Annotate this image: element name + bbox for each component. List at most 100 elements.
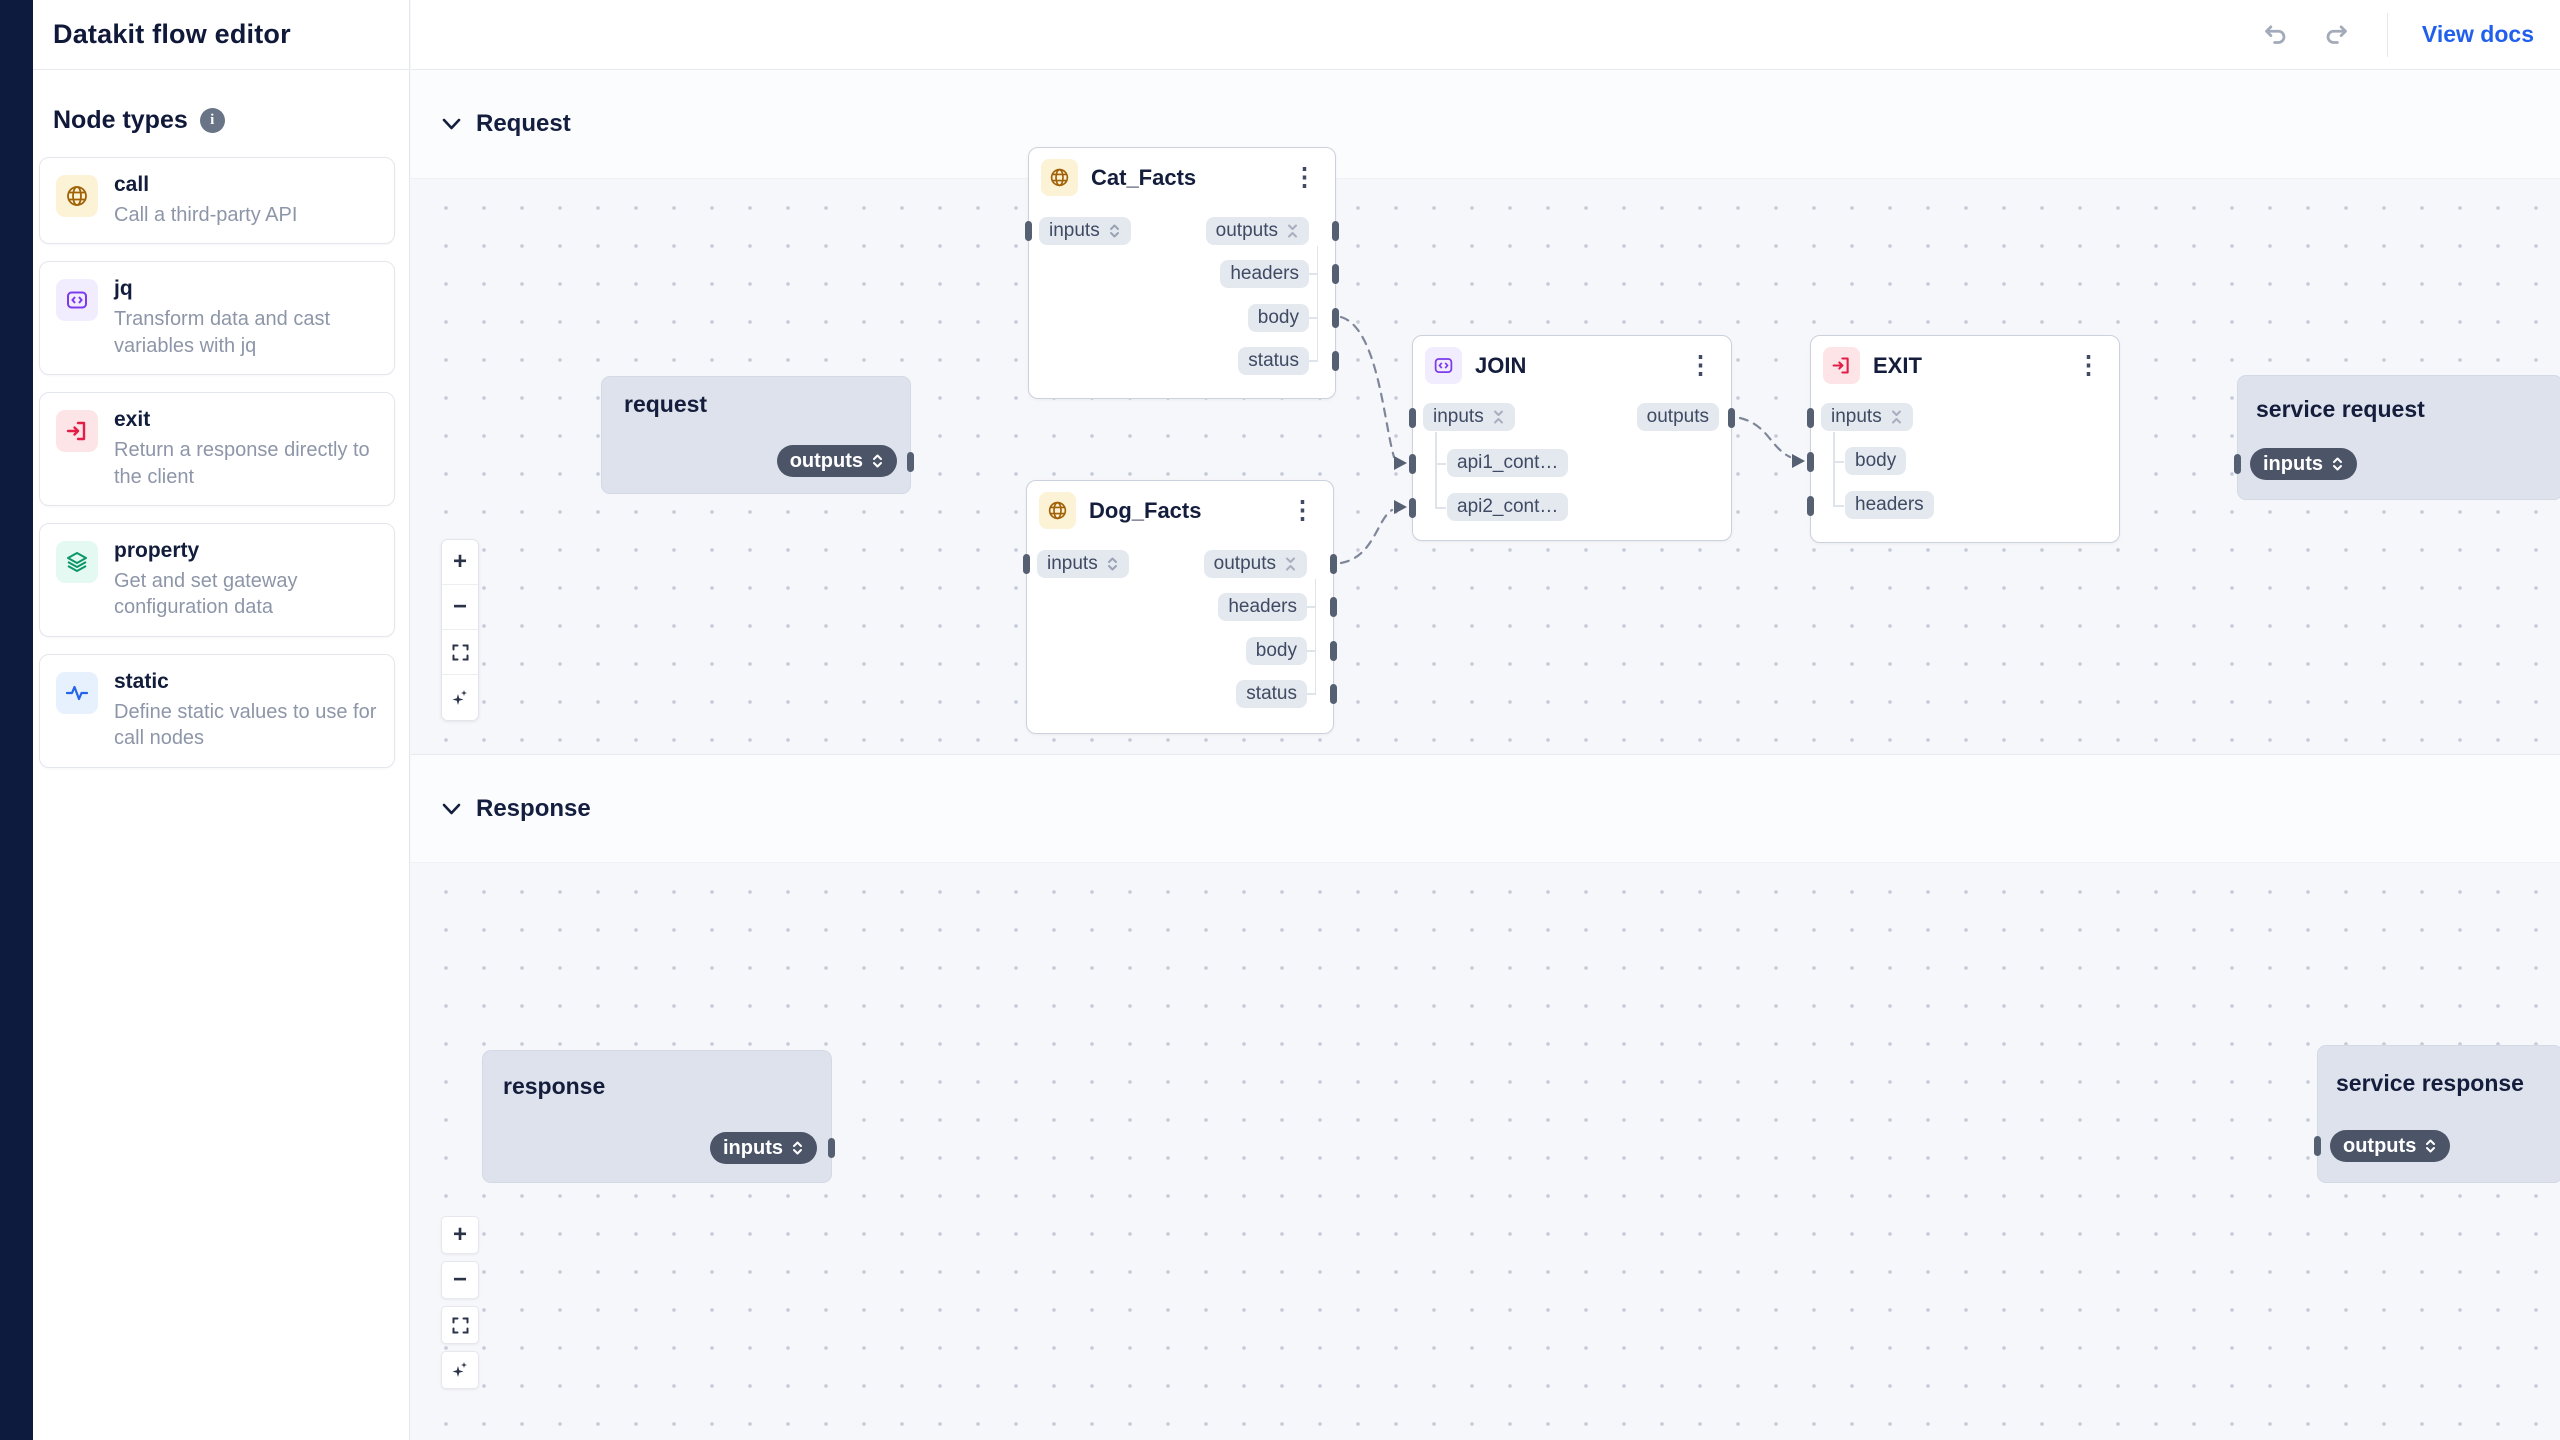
output-port[interactable] [2314, 1136, 2321, 1156]
unfold-icon [2424, 1138, 2437, 1154]
api1-port[interactable] [1409, 454, 1416, 474]
inputs-pill[interactable]: inputs [710, 1132, 817, 1164]
flow-node-service-request[interactable]: service request inputs [2234, 375, 2560, 500]
inputs-pill[interactable]: inputs [1423, 403, 1515, 431]
kebab-menu-button[interactable]: ⋮ [1286, 496, 1319, 525]
unfold-icon [791, 1140, 804, 1156]
outputs-port[interactable] [1332, 221, 1339, 241]
kebab-menu-button[interactable]: ⋮ [1288, 163, 1321, 192]
inputs-pill[interactable]: inputs [1039, 217, 1131, 245]
zoom-in-button[interactable]: + [441, 1216, 479, 1254]
kebab-menu-button[interactable]: ⋮ [2072, 351, 2105, 380]
child-pill-status[interactable]: status [1236, 680, 1307, 708]
card-title: jq [114, 277, 133, 301]
inputs-port[interactable] [1409, 408, 1416, 428]
request-section-header[interactable]: Request [411, 70, 2560, 178]
input-port[interactable] [1023, 554, 1030, 574]
outputs-port[interactable] [1728, 408, 1735, 428]
left-rail [0, 0, 33, 1440]
outputs-port[interactable] [1330, 554, 1337, 574]
outputs-pill[interactable]: outputs [776, 445, 897, 477]
child-pill-body[interactable]: body [1247, 304, 1309, 332]
headers-port[interactable] [1807, 496, 1814, 516]
inputs-pill[interactable]: inputs [1037, 550, 1129, 578]
output-port[interactable] [907, 452, 914, 472]
flow-node-request[interactable]: request outputs [601, 376, 914, 494]
input-port[interactable] [828, 1138, 835, 1158]
card-title: static [114, 669, 169, 693]
card-description: Call a third-party API [114, 204, 298, 226]
zoom-out-button[interactable]: − [441, 1261, 479, 1299]
api2-port[interactable] [1409, 498, 1416, 518]
flow-node-response[interactable]: response inputs [482, 1050, 835, 1183]
child-pill-headers[interactable]: headers [1218, 593, 1307, 621]
flow-node-dog-facts[interactable]: Dog_Facts ⋮ inputs outputs headers body … [1023, 480, 1337, 734]
node-type-card-exit[interactable]: exit Return a response directly to the c… [39, 392, 395, 506]
sparkles-button[interactable] [442, 675, 478, 720]
flow-node-service-response[interactable]: service response outputs [2314, 1045, 2560, 1183]
body-port[interactable] [1332, 308, 1339, 328]
node-type-card-call[interactable]: call Call a third-party API [39, 157, 395, 245]
status-port[interactable] [1330, 684, 1337, 704]
outputs-pill[interactable]: outputs [2330, 1130, 2451, 1162]
child-pill-status[interactable]: status [1238, 347, 1309, 375]
child-pill-api1[interactable]: api1_cont… [1447, 449, 1569, 477]
fit-view-button[interactable] [442, 630, 478, 675]
fit-view-button[interactable] [441, 1306, 479, 1344]
globe-icon [1039, 492, 1076, 529]
child-pill-body[interactable]: body [1845, 447, 1907, 475]
kebab-menu-button[interactable]: ⋮ [1684, 351, 1717, 380]
collapse-icon [1492, 409, 1505, 425]
input-port[interactable] [1025, 221, 1032, 241]
inputs-port[interactable] [1807, 408, 1814, 428]
section-title-response: Response [476, 794, 591, 822]
input-port[interactable] [2234, 454, 2241, 474]
node-title: Cat_Facts [1091, 164, 1197, 190]
code-icon [1425, 347, 1462, 384]
pulse-icon [56, 671, 98, 714]
card-title: property [114, 538, 200, 562]
child-pill-body[interactable]: body [1245, 637, 1307, 665]
card-description: Transform data and cast variables with j… [114, 308, 331, 357]
headers-port[interactable] [1330, 597, 1337, 617]
child-pill-headers[interactable]: headers [1220, 260, 1309, 288]
undo-button[interactable] [2259, 20, 2289, 50]
outputs-pill[interactable]: outputs [1203, 550, 1307, 578]
section-title-request: Request [476, 110, 571, 137]
view-docs-link[interactable]: View docs [2421, 21, 2534, 47]
outputs-pill[interactable]: outputs [1636, 403, 1719, 431]
redo-button[interactable] [2323, 20, 2353, 50]
node-type-card-jq[interactable]: jq Transform data and cast variables wit… [39, 261, 395, 376]
flow-node-cat-facts[interactable]: Cat_Facts ⋮ inputs outputs headers body … [1025, 147, 1339, 399]
exit-icon [56, 410, 98, 453]
zoom-in-button[interactable]: + [442, 540, 478, 585]
fit-view-icon [452, 644, 468, 660]
inputs-pill[interactable]: inputs [2250, 448, 2357, 480]
status-port[interactable] [1332, 351, 1339, 371]
body-port[interactable] [1330, 641, 1337, 661]
code-icon [56, 279, 98, 322]
collapse-icon [1284, 556, 1297, 572]
body-port[interactable] [1807, 452, 1814, 472]
child-pill-api2[interactable]: api2_cont… [1447, 493, 1569, 521]
sparkles-icon [452, 1362, 467, 1377]
sparkles-icon [452, 689, 467, 705]
response-section-header[interactable]: Response [411, 754, 2560, 862]
zoom-out-button[interactable]: − [442, 585, 478, 630]
outputs-pill[interactable]: outputs [1205, 217, 1309, 245]
card-description: Get and set gateway configuration data [114, 569, 298, 619]
flow-node-exit[interactable]: EXIT ⋮ inputs body headers [1807, 335, 2120, 543]
node-type-card-property[interactable]: property Get and set gateway configurati… [39, 522, 395, 637]
sparkles-button[interactable] [441, 1351, 479, 1389]
topbar: View docs [411, 0, 2560, 70]
node-title: service response [2336, 1070, 2524, 1096]
inputs-pill[interactable]: inputs [1821, 403, 1913, 431]
flow-node-join[interactable]: JOIN ⋮ inputs outputs api1_cont… api2_co… [1409, 335, 1735, 541]
node-type-card-static[interactable]: static Define static values to use for c… [39, 653, 395, 768]
globe-icon [1041, 159, 1078, 196]
info-icon[interactable]: i [199, 108, 225, 133]
chevron-down-icon [442, 803, 461, 814]
node-title: request [624, 391, 708, 417]
headers-port[interactable] [1332, 264, 1339, 284]
child-pill-headers[interactable]: headers [1845, 491, 1934, 519]
